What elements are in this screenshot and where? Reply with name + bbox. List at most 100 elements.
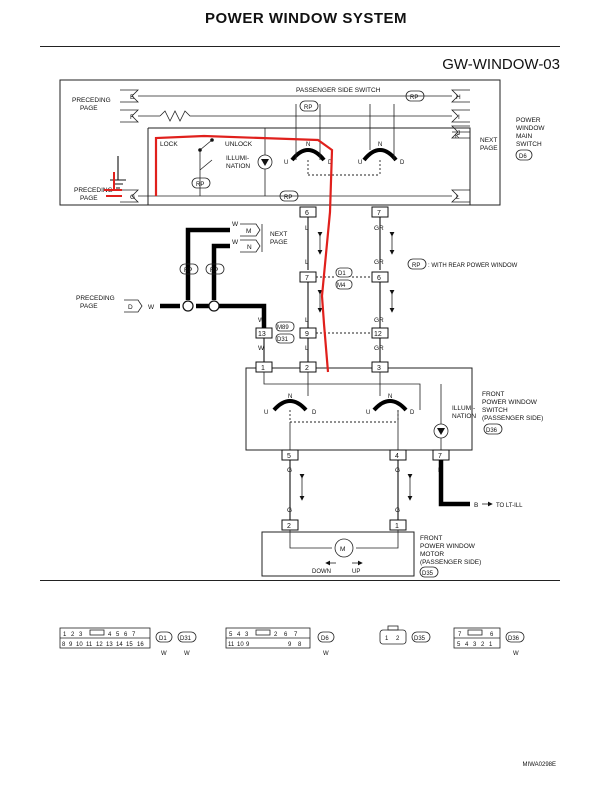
svg-text:7: 7 <box>458 632 462 638</box>
svg-text:PAGE: PAGE <box>80 195 98 202</box>
front-motor-label: FRONT <box>420 535 442 542</box>
terminal-d: D <box>128 304 133 311</box>
rp-marker-4: RP <box>284 195 292 201</box>
motor-section: 2 1 M DOWN UP FRONT POWER WINDOW MOTOR (… <box>261 519 481 578</box>
svg-text:POWER WINDOW: POWER WINDOW <box>420 543 476 550</box>
svg-text:16: 16 <box>137 642 144 648</box>
svg-text:2: 2 <box>287 523 291 530</box>
red-ground-mark <box>104 172 122 197</box>
next-page-label-1: NEXT <box>480 137 497 144</box>
connector-d31-label: D31 <box>277 337 289 343</box>
svg-text:N: N <box>306 142 310 148</box>
svg-text:W: W <box>184 651 190 657</box>
svg-text:7: 7 <box>132 632 136 638</box>
svg-text:6: 6 <box>305 210 309 217</box>
svg-text:4: 4 <box>395 453 399 460</box>
svg-text:6: 6 <box>490 632 494 638</box>
main-switch-section: PRECEDING PAGE PRECEDING PAGE E F G H I … <box>59 79 545 206</box>
svg-text:U: U <box>366 410 370 416</box>
svg-text:3: 3 <box>245 632 249 638</box>
svg-text:GR: GR <box>374 225 384 232</box>
red-annotation <box>104 134 334 373</box>
svg-text:6: 6 <box>124 632 128 638</box>
svg-text:D1: D1 <box>159 636 167 642</box>
svg-text:2: 2 <box>481 642 485 648</box>
svg-text:W: W <box>232 239 239 246</box>
svg-text:B: B <box>474 502 478 509</box>
connector-d6-label: D6 <box>519 154 527 160</box>
svg-text:(PASSENGER SIDE): (PASSENGER SIDE) <box>482 415 543 422</box>
terminal-m: M <box>246 228 251 235</box>
svg-text:1: 1 <box>489 642 493 648</box>
svg-text:W: W <box>323 651 329 657</box>
svg-text:14: 14 <box>116 642 123 648</box>
lock-label: LOCK <box>160 141 178 148</box>
terminal-j: J <box>457 130 460 137</box>
svg-text:2: 2 <box>274 632 278 638</box>
connector-face-d1: 1 2 3 4 5 6 7 8 9 10 11 12 13 14 15 16 D… <box>59 627 197 657</box>
svg-text:M: M <box>340 546 345 553</box>
svg-text:6: 6 <box>377 275 381 282</box>
terminal-k: K <box>455 133 460 140</box>
svg-text:WINDOW: WINDOW <box>516 125 545 132</box>
svg-text:5: 5 <box>116 632 120 638</box>
svg-text:1: 1 <box>63 632 67 638</box>
svg-text:7: 7 <box>305 275 309 282</box>
front-switch-contact-right <box>372 399 408 412</box>
svg-text:D6: D6 <box>321 636 329 642</box>
connector-face-d36: 7 6 5 4 3 2 1 D36 W <box>453 627 525 657</box>
svg-text:NATION: NATION <box>226 163 250 170</box>
resistor <box>159 110 452 122</box>
to-lt-ill-label: TO LT-ILL <box>496 503 523 509</box>
svg-text:13: 13 <box>258 331 266 338</box>
svg-text:9: 9 <box>288 642 292 648</box>
svg-text:W: W <box>258 345 265 352</box>
svg-text:7: 7 <box>438 453 442 460</box>
bottom-rule <box>40 580 560 581</box>
svg-text:4: 4 <box>237 632 241 638</box>
main-switch-contact-right <box>362 148 398 162</box>
svg-text:W: W <box>258 317 265 324</box>
svg-text:MAIN: MAIN <box>516 133 533 140</box>
reference-code: GW-WINDOW-03 <box>442 56 560 73</box>
main-switch-outline <box>59 79 501 206</box>
main-switch-contact-left <box>290 148 326 162</box>
front-switch-section: 1 2 3 U N D U N D ILLUMI- NATION FRONT P… <box>245 361 543 520</box>
connector-face-d35: 1 2 D35 <box>379 625 431 645</box>
svg-text:8: 8 <box>62 642 66 648</box>
svg-text:N: N <box>378 142 382 148</box>
connector-d36-label: D36 <box>486 428 498 434</box>
svg-text:NATION: NATION <box>452 413 476 420</box>
motor-outline <box>261 531 415 577</box>
svg-text:ILLUMI-: ILLUMI- <box>452 405 475 412</box>
svg-text:12: 12 <box>96 642 103 648</box>
svg-text:12: 12 <box>374 331 382 338</box>
connector-faces: 1 2 3 4 5 6 7 8 9 10 11 12 13 14 15 16 D… <box>59 625 525 657</box>
svg-text:POWER WINDOW: POWER WINDOW <box>482 399 538 406</box>
unlock-label: UNLOCK <box>225 141 253 148</box>
terminal-h: H <box>456 94 461 101</box>
svg-text:U: U <box>264 410 268 416</box>
svg-text:13: 13 <box>106 642 113 648</box>
svg-text:3: 3 <box>79 632 83 638</box>
svg-text:W: W <box>513 651 519 657</box>
terminal-e: E <box>130 94 135 101</box>
svg-text:L: L <box>305 345 309 352</box>
svg-text:7: 7 <box>377 210 381 217</box>
main-switch-inner-outline <box>148 127 471 205</box>
rp-marker-2: RP <box>410 95 418 101</box>
svg-text:5: 5 <box>229 632 233 638</box>
front-switch-outline <box>245 367 473 451</box>
svg-text:1: 1 <box>261 365 265 372</box>
terminal-f: F <box>130 114 134 121</box>
svg-text:4: 4 <box>465 642 469 648</box>
ground-icon <box>110 156 126 189</box>
front-switch-contact-left <box>272 399 308 412</box>
svg-text:PAGE: PAGE <box>480 145 498 152</box>
middle-harness-section: 6 7 L GR L GR 7 6 D1 M4 L GR 13 9 12 M89 <box>76 206 518 362</box>
svg-text:2: 2 <box>71 632 75 638</box>
svg-text:RP: RP <box>184 268 192 274</box>
svg-text:G: G <box>287 507 292 514</box>
svg-text:9: 9 <box>305 331 309 338</box>
